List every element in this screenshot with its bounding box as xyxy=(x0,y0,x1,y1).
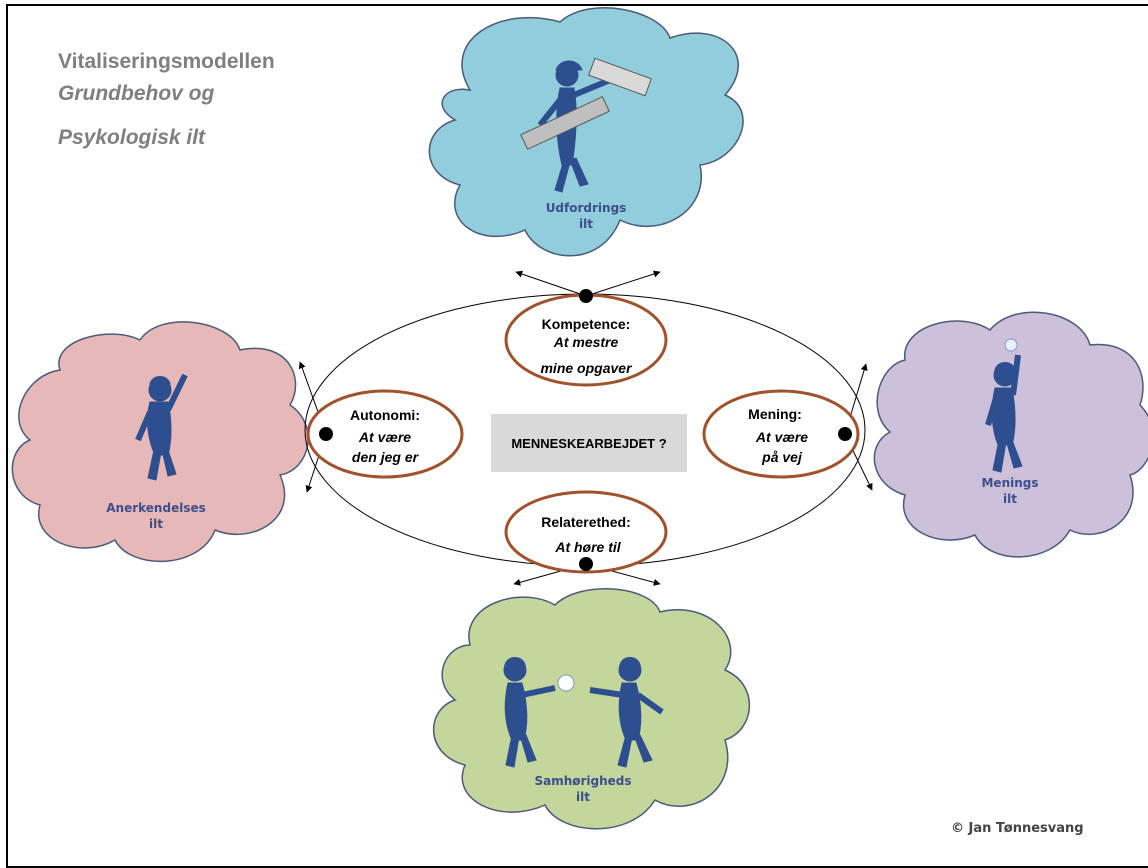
need-mening: Mening: At være på vej xyxy=(702,389,860,479)
dot-right xyxy=(838,427,852,441)
cloud-top-label-2: ilt xyxy=(579,217,593,231)
need-kompetence-head: Kompetence: xyxy=(542,316,631,332)
title-line-1: Vitaliseringsmodellen xyxy=(58,50,275,73)
need-autonomi-head: Autonomi: xyxy=(350,407,420,423)
need-kompetence-line2: mine opgaver xyxy=(540,360,633,376)
need-kompetence-line1: At mestre xyxy=(553,334,619,350)
need-autonomi-line1: At være xyxy=(358,429,411,445)
cloud-bottom: Samhørigheds ilt xyxy=(432,588,751,830)
cloud-right-label-2: ilt xyxy=(1003,492,1017,506)
need-relaterethed-head: Relaterethed: xyxy=(541,514,630,530)
two-figures-flower-icon xyxy=(503,657,664,768)
copyright: © Jan Tønnesvang xyxy=(951,821,1084,836)
cloud-bottom-label-2: ilt xyxy=(576,790,590,804)
cloud-top: Udfordrings ilt xyxy=(428,7,744,257)
cloud-left-label-2: ilt xyxy=(149,517,163,531)
arrows-top xyxy=(515,270,661,297)
need-relaterethed: Relaterethed: At høre til xyxy=(504,490,668,574)
center-label: MENNESKEARBEJDET ? xyxy=(491,414,687,472)
cloud-right-label-1: Menings xyxy=(981,476,1038,490)
cloud-top-label-1: Udfordrings xyxy=(546,201,627,215)
need-kompetence: Kompetence: At mestre mine opgaver xyxy=(504,293,668,387)
dot-left xyxy=(319,427,333,441)
need-mening-head: Mening: xyxy=(748,406,802,422)
cloud-bottom-label-1: Samhørigheds xyxy=(534,774,631,788)
need-mening-line2: på vej xyxy=(761,449,803,465)
dot-bottom xyxy=(579,557,593,571)
lightbulb-figure-icon xyxy=(985,338,1023,473)
waving-figure-icon xyxy=(135,373,188,481)
need-autonomi-line2: den jeg er xyxy=(352,449,420,465)
hammer-figure-icon xyxy=(520,57,652,193)
need-mening-line1: At være xyxy=(755,429,808,445)
title-line-3: Psykologisk ilt xyxy=(58,126,206,149)
dot-top xyxy=(579,289,593,303)
need-autonomi: Autonomi: At være den jeg er xyxy=(306,389,464,479)
need-relaterethed-line1: At høre til xyxy=(554,539,621,555)
cloud-left-label-1: Anerkendelses xyxy=(106,501,206,515)
diagram-frame xyxy=(6,4,1148,868)
title-line-2: Grundbehov og xyxy=(58,82,215,105)
